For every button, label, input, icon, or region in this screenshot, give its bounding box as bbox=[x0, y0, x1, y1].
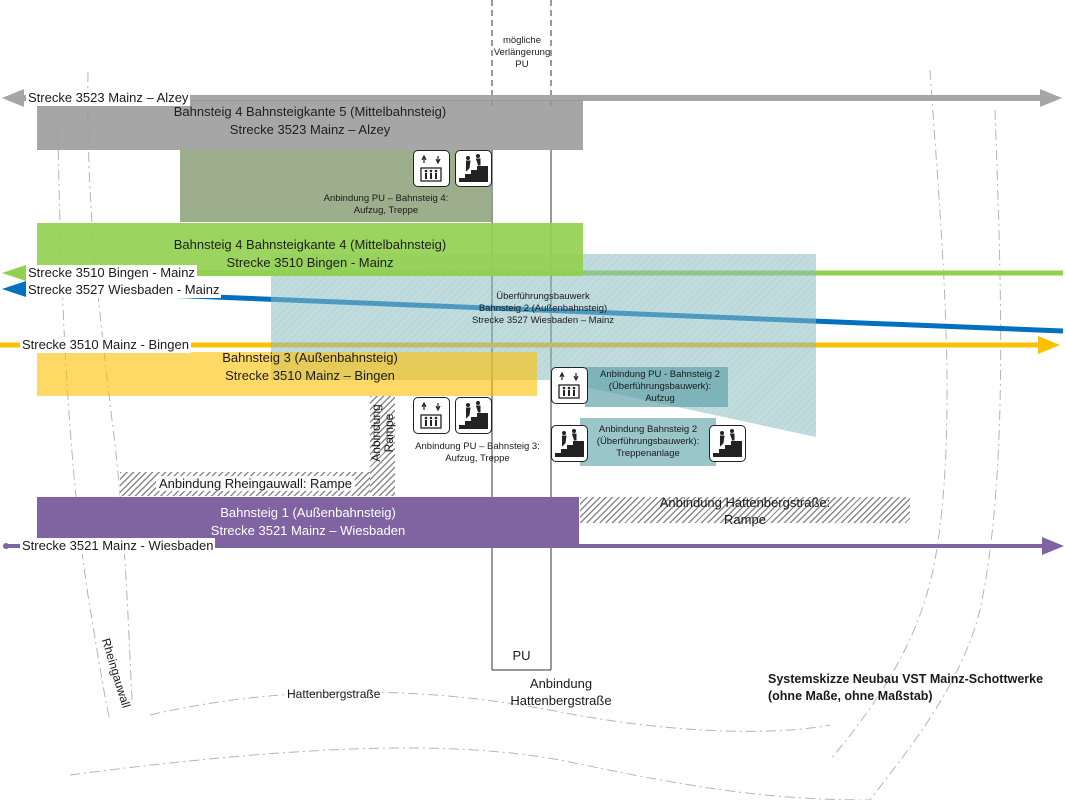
track-label-3527: Strecke 3527 Wiesbaden - Mainz bbox=[26, 282, 222, 298]
connection-bs2-treppe-line2: (Überführungsbauwerk): bbox=[596, 436, 700, 447]
elevator-icon bbox=[413, 397, 450, 434]
platform-bs1-track: Strecke 3521 Mainz – Wiesbaden bbox=[210, 523, 406, 538]
ramp-vertical bbox=[370, 396, 395, 496]
pu-extension-line1: mögliche bbox=[502, 35, 542, 46]
connection-pu-bs3-line1: Anbindung PU – Bahnsteig 3: bbox=[415, 441, 540, 452]
platform-bs4-kante5 bbox=[37, 100, 583, 150]
pu-label: PU bbox=[512, 648, 531, 663]
ueberfuehrung-line3: Strecke 3527 Wiesbaden – Mainz bbox=[471, 315, 615, 326]
platform-bs4-kante4-title: Bahnsteig 4 Bahnsteigkante 4 (Mittelbahn… bbox=[173, 237, 447, 252]
ramp-hattenbergstrasse bbox=[580, 497, 910, 523]
title-line2: (ohne Maße, ohne Maßstab) bbox=[768, 689, 933, 703]
ramp-hattenberg-line2: Rampe bbox=[724, 512, 766, 527]
platform-bs3 bbox=[37, 352, 537, 396]
track-label-3510-mainz-bingen: Strecke 3510 Mainz - Bingen bbox=[20, 337, 191, 353]
platform-bs4-kante5-title: Bahnsteig 4 Bahnsteigkante 5 (Mittelbahn… bbox=[173, 104, 447, 119]
platform-bs3-title: Bahnsteig 3 (Außenbahnsteig) bbox=[222, 350, 398, 365]
connection-bs2-aufzug-line2: (Überführungsbauwerk): bbox=[608, 381, 712, 392]
connection-pu-bs4-line2: Aufzug, Treppe bbox=[353, 205, 419, 216]
pu-extension-line3: PU bbox=[515, 59, 529, 70]
connection-pu-bs3-line2: Aufzug, Treppe bbox=[445, 453, 510, 464]
connection-bs2-treppe-line3: Treppenanlage bbox=[616, 448, 680, 459]
platform-bs4-kante4-track: Strecke 3510 Bingen - Mainz bbox=[226, 255, 394, 270]
track-label-3521: Strecke 3521 Mainz - Wiesbaden bbox=[20, 538, 216, 554]
elevator-icon bbox=[551, 367, 588, 404]
connection-bs2-treppe-line1: Anbindung Bahnsteig 2 bbox=[598, 424, 698, 435]
connection-pu-bs4-line1: Anbindung PU – Bahnsteig 4: bbox=[323, 193, 449, 204]
track-label-3523: Strecke 3523 Mainz – Alzey bbox=[26, 90, 191, 106]
boundary-lines bbox=[57, 69, 1002, 800]
aufzug-bs2-shape bbox=[585, 367, 728, 407]
pu-anbindung-line1: Anbindung bbox=[529, 676, 593, 691]
pu-anbindung-line2: Hattenbergstraße bbox=[510, 693, 612, 708]
track-label-3510-bingen-mainz: Strecke 3510 Bingen - Mainz bbox=[26, 265, 197, 281]
connection-bs2-aufzug-line1: Anbindung PU - Bahnsteig 2 bbox=[600, 369, 720, 380]
stairs-icon bbox=[455, 150, 492, 187]
ramp-vertical-line2: Rampe bbox=[382, 413, 396, 453]
ramp-hattenberg-line1: Anbindung Hattenbergstraße: bbox=[659, 495, 831, 510]
ueberfuehrung-line1: Überführungsbauwerk bbox=[496, 291, 590, 302]
platform-bs1 bbox=[37, 497, 579, 544]
stairs-icon bbox=[455, 397, 492, 434]
stairs-icon bbox=[551, 425, 588, 462]
title-line1: Systemskizze Neubau VST Mainz-Schottwerk… bbox=[768, 672, 1044, 686]
platform-bs4-kante5-track: Strecke 3523 Mainz – Alzey bbox=[229, 122, 391, 137]
platform-bs3-track: Strecke 3510 Mainz – Bingen bbox=[225, 368, 395, 383]
pu-extension-line2: Verlängerung bbox=[493, 47, 551, 58]
connection-bs2-aufzug-line3: Aufzug bbox=[645, 393, 675, 404]
street-hattenbergstrasse: Hattenbergstraße bbox=[287, 687, 381, 701]
ueberfuehrung-shape bbox=[271, 254, 816, 437]
platform-bs1-title: Bahnsteig 1 (Außenbahnsteig) bbox=[220, 505, 396, 520]
ramp-rheingauwall-label: Anbindung Rheingauwall: Rampe bbox=[156, 476, 355, 491]
ueberfuehrung-line2: Bahnsteig 2 (Außenbahnsteig) bbox=[478, 303, 608, 314]
treppenanlage-shape bbox=[580, 418, 716, 466]
elevator-icon bbox=[413, 150, 450, 187]
stairs-icon bbox=[709, 425, 746, 462]
